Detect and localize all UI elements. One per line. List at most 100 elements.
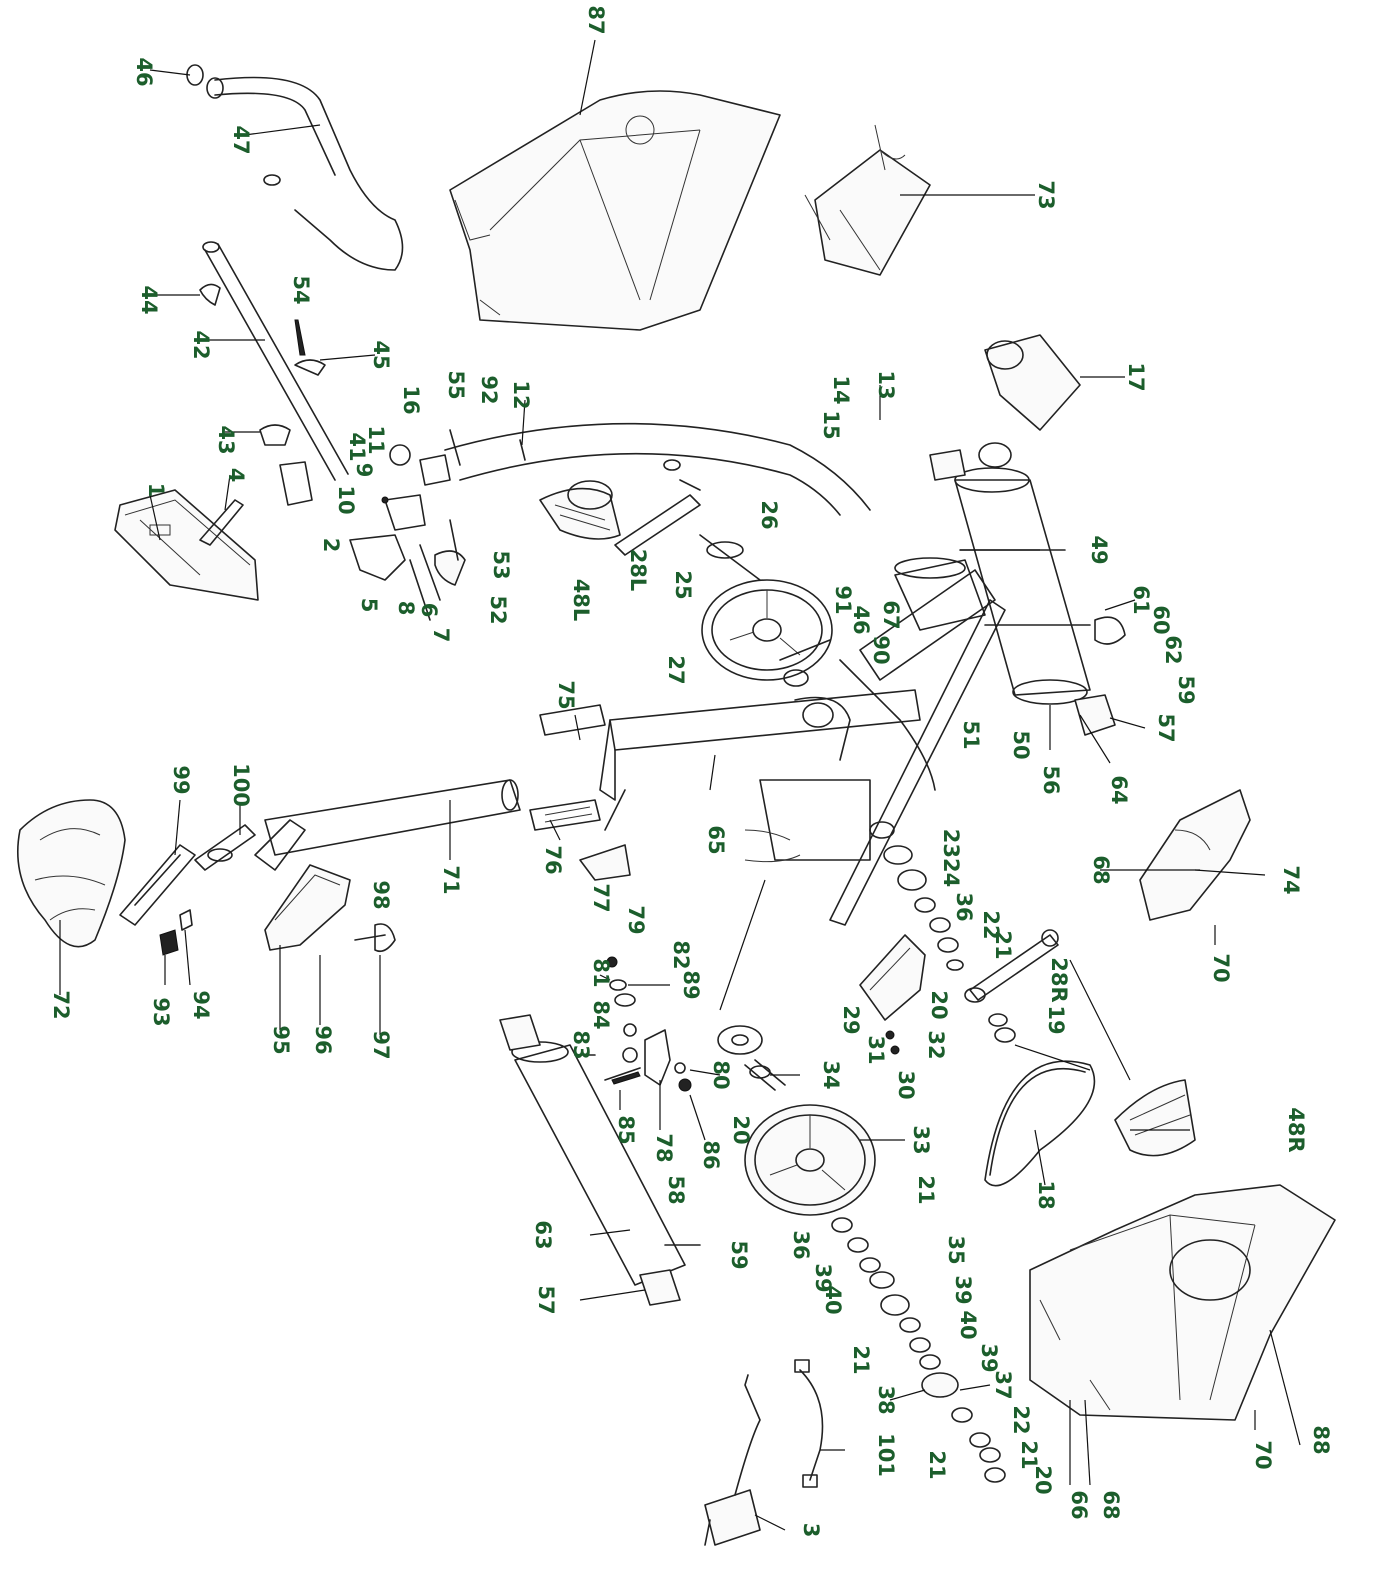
part-label-33: 33 [909,1125,933,1154]
part-72-seat [17,799,126,948]
part-label-31: 31 [864,1035,888,1064]
part-label-36a: 36 [952,892,976,921]
part-label-86: 86 [699,1140,723,1169]
part-label-55: 55 [444,370,468,399]
part-75-76-covers [529,704,606,831]
part-label-87: 87 [584,5,608,34]
part-label-72: 72 [49,990,73,1019]
part-label-79: 79 [624,905,648,934]
part-label-78: 78 [652,1133,676,1162]
part-label-58: 58 [664,1175,688,1204]
part-65-main-frame [599,569,1006,926]
part-label-16: 16 [399,385,423,414]
part-label-98: 98 [369,880,393,909]
part-25-axle [699,534,761,581]
part-label-101: 101 [874,1433,898,1477]
part-label-49: 49 [1087,535,1111,564]
part-label-21b: 21 [914,1175,938,1204]
part-label-57a: 57 [1154,713,1178,742]
part-label-29: 29 [839,1005,863,1034]
part-label-7: 7 [429,628,453,643]
part-label-21e: 21 [1017,1440,1041,1469]
part-label-53: 53 [489,550,513,579]
part-label-22b: 22 [1009,1405,1033,1434]
part-42-upright-tube [199,241,349,506]
part-3-power-adapter [704,1374,761,1546]
part-label-21d: 21 [925,1450,949,1479]
part-label-57b: 57 [534,1285,558,1314]
part-label-43: 43 [214,425,238,454]
part-bearing-stack [831,1217,1006,1483]
part-label-62: 62 [1161,635,1185,664]
part-label-91: 91 [831,585,855,614]
part-label-63: 63 [531,1220,555,1249]
part-label-42: 42 [189,330,213,359]
part-56-rear-stabilizer [929,442,1126,736]
part-label-9: 9 [352,463,376,478]
part-label-30: 30 [894,1070,918,1099]
part-bracket-cluster [349,429,466,621]
part-label-71: 71 [439,865,463,894]
part-47-handlebar [186,64,404,271]
part-label-8: 8 [394,601,418,616]
part-18-drive-belt [984,1060,1096,1187]
part-17-end-cap [984,334,1081,431]
leader-lines [59,39,1301,1531]
part-label-27: 27 [664,655,688,684]
part-label-5: 5 [357,598,381,613]
part-101-cable [794,1359,824,1488]
part-71-seat-slider [254,779,521,871]
part-label-70a: 70 [1209,953,1233,982]
part-label-93: 93 [149,997,173,1026]
part-label-97: 97 [369,1030,393,1059]
part-label-68a: 68 [1089,855,1113,884]
part-28r-crank-right [964,929,1059,1043]
part-48l-pedal-left [539,480,621,540]
part-label-11: 11 [364,425,388,454]
part-label-3: 3 [799,1523,823,1538]
part-label-39a: 39 [811,1263,835,1292]
part-label-70b: 70 [1251,1440,1275,1469]
part-label-32: 32 [924,1030,948,1059]
part-label-44: 44 [137,285,161,314]
part-label-59b: 59 [727,1240,751,1269]
part-label-2: 2 [319,538,343,553]
part-label-41: 41 [345,432,369,461]
part-label-2324: 2324 [939,829,963,887]
part-label-100: 100 [229,763,253,807]
part-label-21c: 21 [849,1345,873,1374]
part-29-idler-bracket [859,934,926,1055]
part-label-34: 34 [819,1060,843,1089]
part-label-65: 65 [704,825,728,854]
part-63-front-stabilizer [499,1014,701,1306]
part-label-20a: 20 [927,990,951,1019]
part-label-6: 6 [417,603,441,618]
part-88-large-shroud [1029,1184,1336,1421]
part-label-13: 13 [874,370,898,399]
part-label-46a: 46 [132,57,156,86]
part-label-54: 54 [289,275,313,304]
part-label-77: 77 [589,883,613,912]
part-label-25: 25 [671,570,695,599]
part-label-61: 61 [1129,585,1153,614]
part-label-51: 51 [959,720,983,749]
part-label-20b: 20 [729,1115,753,1144]
part-label-40a: 40 [821,1285,845,1314]
part-33-flywheel [744,1104,876,1216]
part-28l-crank-left [614,459,701,556]
part-label-96: 96 [311,1025,335,1054]
part-label-35: 35 [944,1235,968,1264]
part-label-48r: 48R [1284,1107,1308,1152]
part-label-12: 12 [509,380,533,409]
part-74-side-cover [1139,789,1251,921]
part-frame-front-tube [894,557,986,631]
part-12-main-frame-arc [444,422,871,516]
part-77-foot [579,789,631,881]
part-label-67: 67 [879,600,903,629]
part-99-100-seat-bracket [119,824,256,926]
part-label-88: 88 [1309,1425,1333,1454]
part-label-81: 81 [589,958,613,987]
part-label-36b: 36 [789,1230,813,1259]
